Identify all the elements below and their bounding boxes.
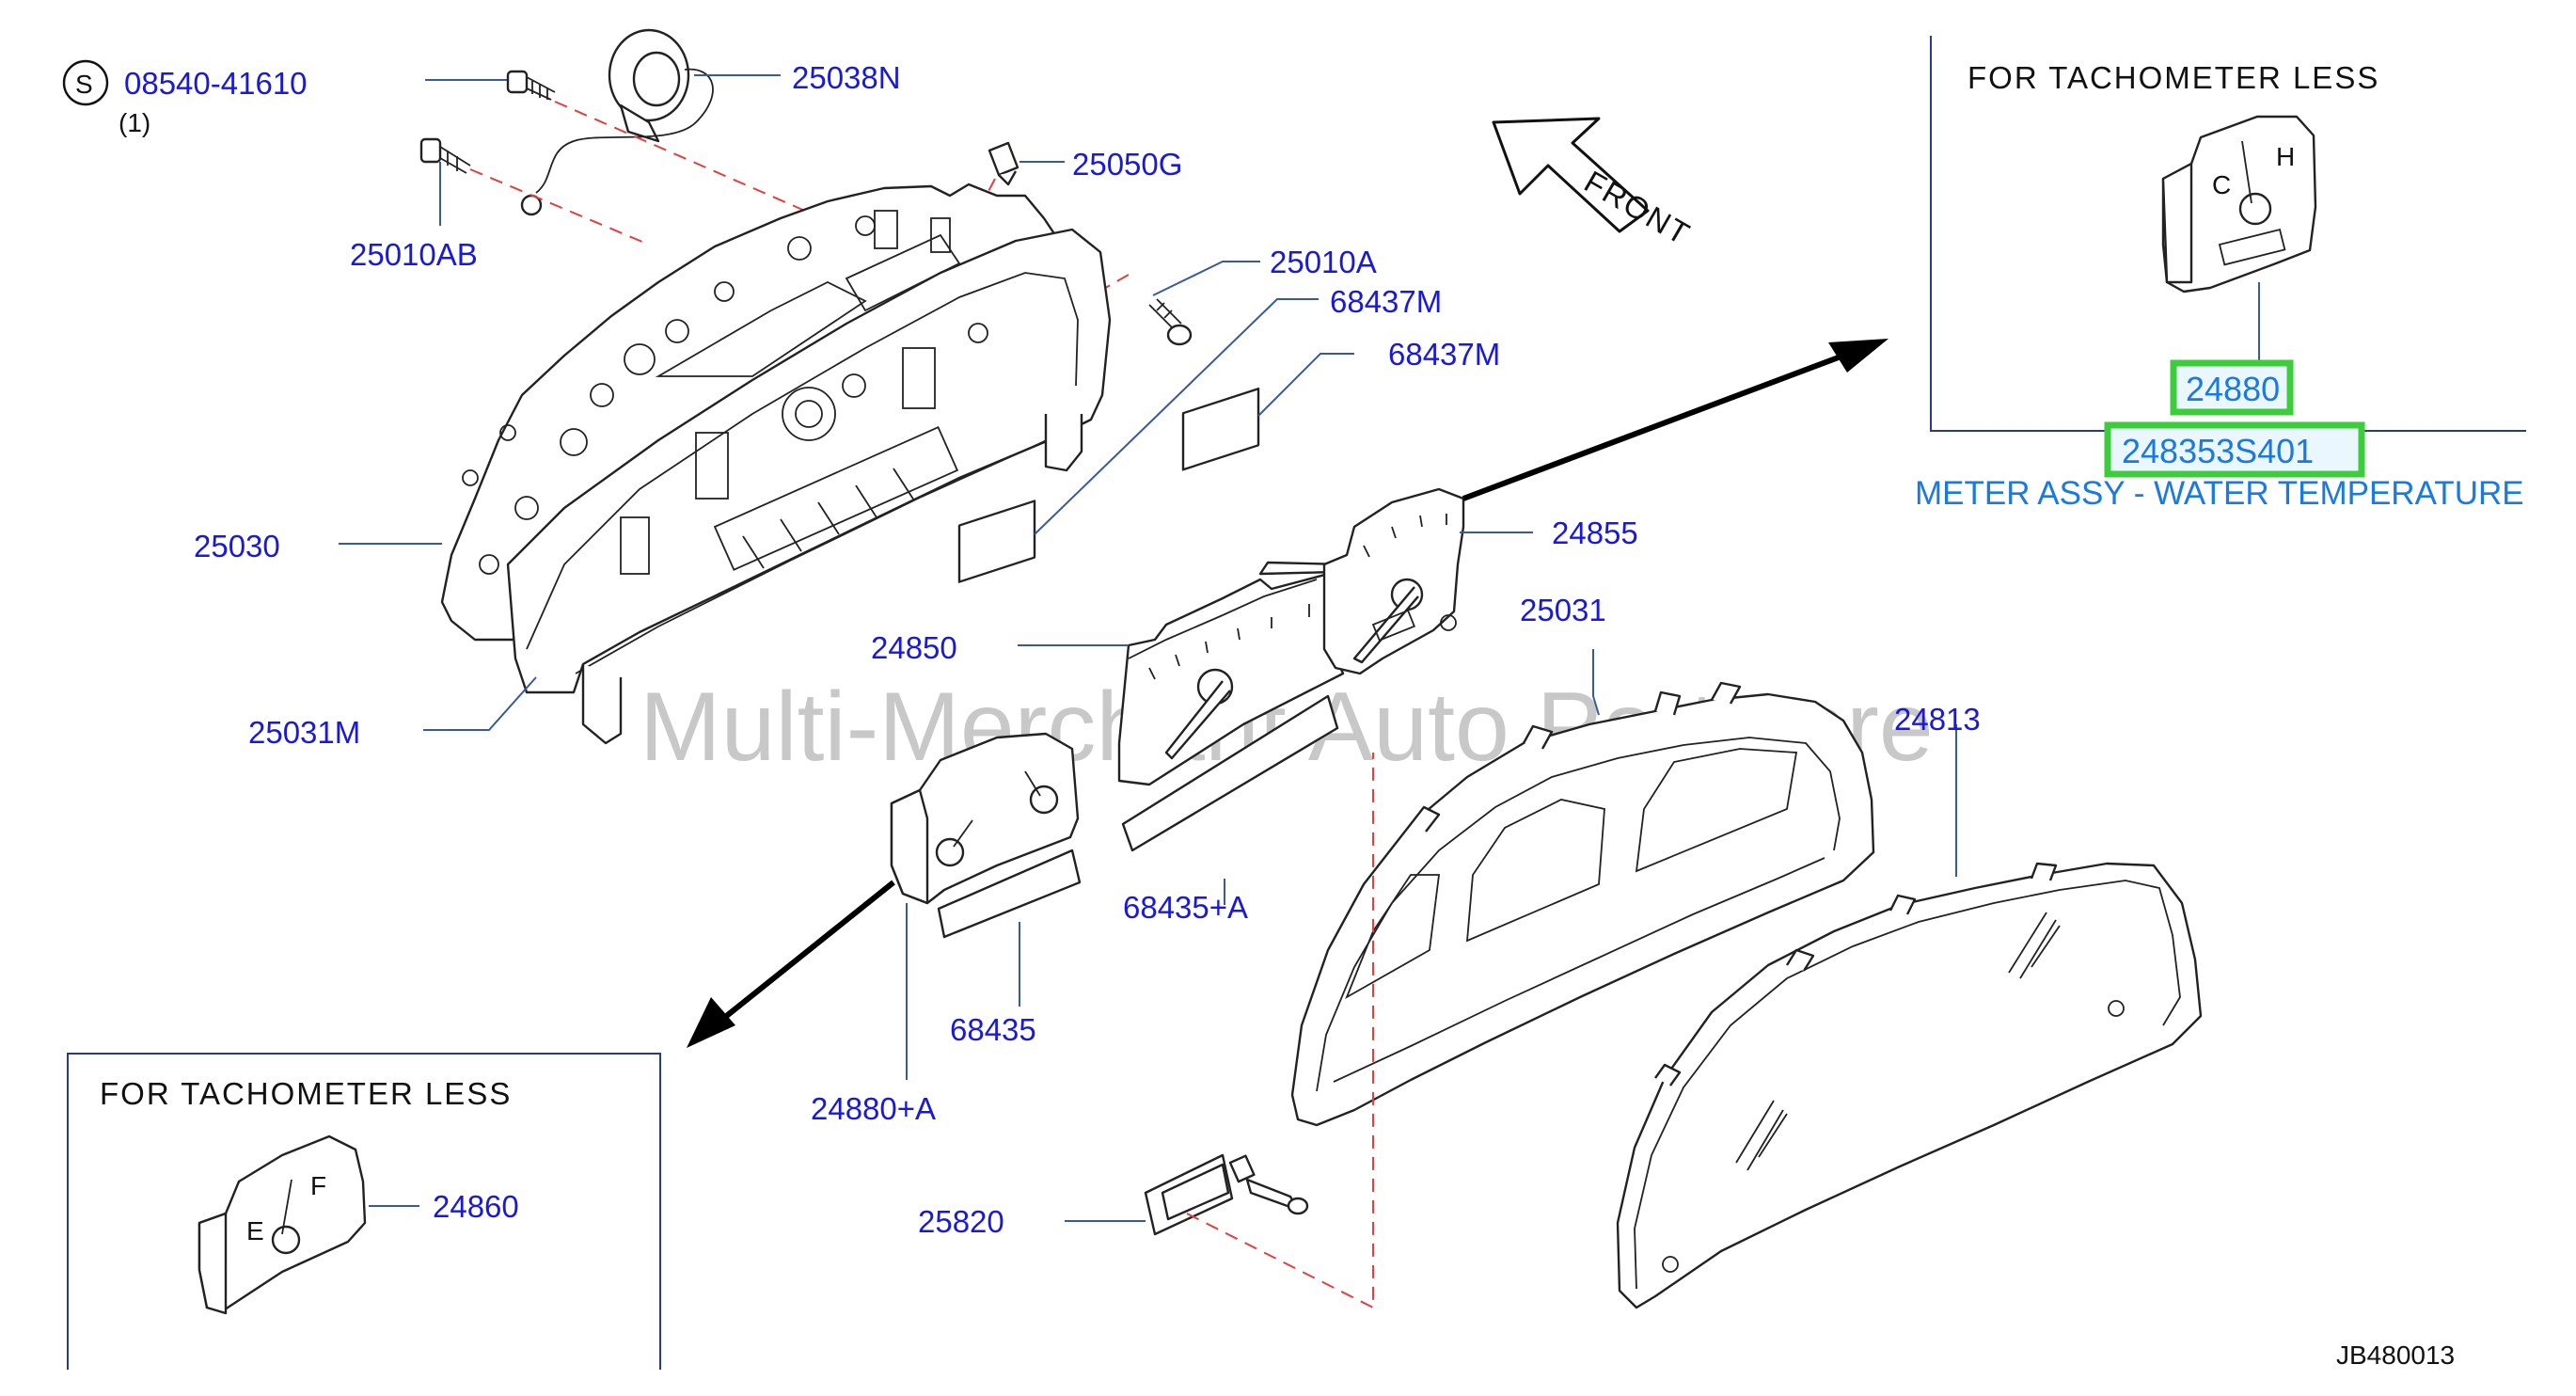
dash-lamp bbox=[1186, 753, 1374, 1309]
callout-labels: 25038N 25010AB 25050G 25010A 68437M 6843… bbox=[194, 60, 1981, 1239]
lens-24813 bbox=[1616, 862, 2203, 1309]
diagram-code: JB480013 bbox=[2336, 1340, 2455, 1370]
inset-right-description: METER ASSY - WATER TEMPERATURE bbox=[1915, 475, 2524, 512]
clip-25050G-icon bbox=[988, 141, 1019, 186]
front-direction-arrow: FRONT bbox=[1492, 117, 1697, 252]
callout-25010A[interactable]: 25010A bbox=[1270, 245, 1377, 279]
gauge-mark-full: F bbox=[310, 1171, 326, 1200]
callout-25031M[interactable]: 25031M bbox=[248, 715, 360, 750]
gauge-24880A bbox=[890, 732, 1080, 905]
callout-68435A[interactable]: 68435+A bbox=[1123, 890, 1248, 925]
service-symbol-circle bbox=[62, 59, 109, 106]
arrow-to-right-inset bbox=[1462, 339, 1889, 501]
water-temp-gauge-icon: C H bbox=[2161, 115, 2317, 293]
callout-25038N[interactable]: 25038N bbox=[792, 60, 901, 95]
screw-reference: S 08540-41610 (1) bbox=[62, 59, 508, 137]
callout-25050G[interactable]: 25050G bbox=[1072, 147, 1182, 182]
callout-25031[interactable]: 25031 bbox=[1520, 593, 1606, 627]
frame-25031 bbox=[1290, 681, 1875, 1127]
leader-lines bbox=[339, 74, 1957, 1222]
lamp-socket-25820 bbox=[1144, 1153, 1309, 1236]
screw-08540-icon bbox=[506, 70, 556, 101]
nameplate-68437M-b bbox=[1181, 387, 1260, 471]
inset-left-part[interactable]: 24860 bbox=[433, 1189, 519, 1224]
arrow-to-left-inset bbox=[687, 880, 895, 1048]
screw-quantity: (1) bbox=[119, 108, 150, 137]
inset-left-title: FOR TACHOMETER LESS bbox=[100, 1076, 512, 1111]
callout-24813[interactable]: 24813 bbox=[1894, 702, 1981, 737]
dash-screw-ab bbox=[469, 168, 650, 246]
callout-68435[interactable]: 68435 bbox=[950, 1012, 1036, 1047]
nameplate-68437M-a bbox=[957, 500, 1036, 583]
callout-68437M-a[interactable]: 68437M bbox=[1330, 284, 1442, 319]
callout-25030[interactable]: 25030 bbox=[194, 529, 280, 563]
strip-68435A bbox=[1121, 694, 1339, 852]
gauge-mark-hot: H bbox=[2276, 142, 2295, 171]
meter-case-25031M bbox=[506, 228, 1112, 745]
service-symbol-text: S bbox=[75, 70, 93, 99]
gauge-mark-cold: C bbox=[2212, 170, 2231, 199]
speedometer-24850 bbox=[1117, 561, 1347, 786]
inset-right: FOR TACHOMETER LESS C H 24880 248353S401… bbox=[1915, 36, 2526, 512]
highlight-part-number bbox=[2104, 421, 2365, 478]
inset-left-border bbox=[67, 1053, 661, 1370]
buzzer-25038N-icon bbox=[520, 28, 714, 216]
callout-24850[interactable]: 24850 bbox=[871, 630, 957, 665]
callout-24855[interactable]: 24855 bbox=[1552, 516, 1638, 550]
gauge-24855 bbox=[1322, 487, 1465, 675]
callout-24880A[interactable]: 24880+A bbox=[811, 1091, 936, 1126]
gauge-mark-empty: E bbox=[246, 1216, 264, 1245]
highlight-part-24880 bbox=[2170, 359, 2294, 416]
inset-left: FOR TACHOMETER LESS E F 24860 bbox=[67, 1053, 661, 1370]
inset-right-title: FOR TACHOMETER LESS bbox=[1968, 60, 2379, 95]
callout-25820[interactable]: 25820 bbox=[918, 1204, 1004, 1239]
screw-25010AB-icon bbox=[419, 137, 471, 174]
callout-68437M-b[interactable]: 68437M bbox=[1388, 337, 1500, 372]
inset-right-part[interactable]: 24880 bbox=[2186, 370, 2280, 408]
screw-25010A-icon bbox=[1148, 298, 1193, 346]
strip-68435 bbox=[937, 849, 1082, 939]
fuel-gauge-icon: E F bbox=[198, 1134, 367, 1315]
screw-part-number[interactable]: 08540-41610 bbox=[124, 66, 308, 101]
callout-25010AB[interactable]: 25010AB bbox=[350, 237, 478, 272]
inset-right-part-number[interactable]: 248353S401 bbox=[2122, 432, 2314, 470]
